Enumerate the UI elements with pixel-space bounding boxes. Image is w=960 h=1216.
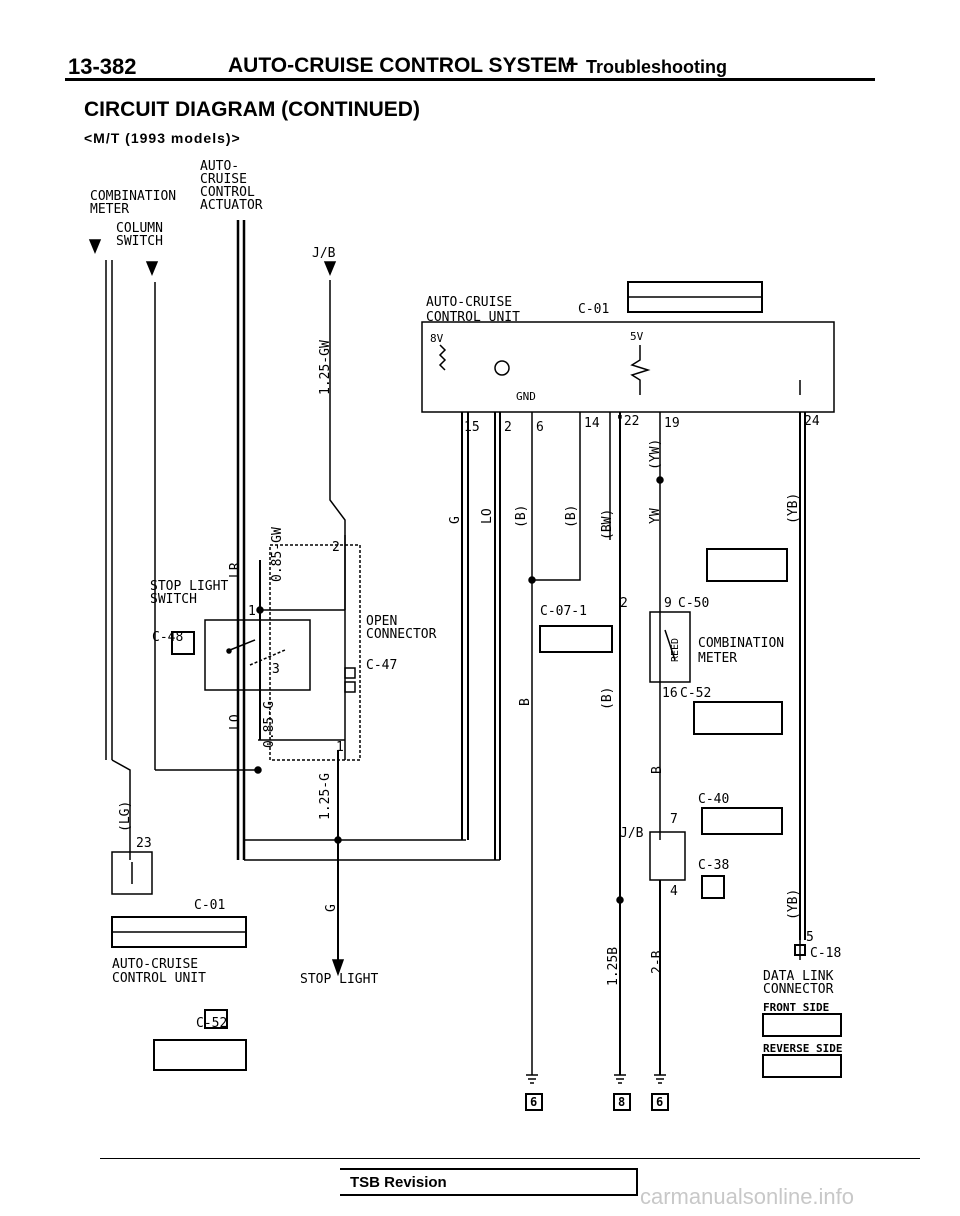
- wire-yb-top: (YB): [786, 492, 801, 524]
- jb-mid-label: J/B: [620, 826, 644, 841]
- wire-085g: 0.85-G: [262, 701, 277, 748]
- wire-085gw: 0.85-GW: [270, 527, 285, 582]
- title-dash: –: [566, 50, 579, 75]
- pin-14: 14: [584, 416, 600, 431]
- pin-23: 23: [136, 836, 152, 851]
- pin-9: 9: [664, 596, 672, 611]
- pin-16: 16: [662, 686, 678, 701]
- auto-cruise-actuator-label: AUTO-CRUISE CONTROL ACTUATOR: [200, 159, 263, 213]
- combination-meter-right-label: COMBINATION METER: [698, 636, 785, 666]
- wire-2b: 2-B: [650, 950, 665, 974]
- pin-15: 15: [464, 420, 480, 435]
- wire-yb-bottom: (YB): [786, 888, 801, 920]
- header-rule: [65, 78, 875, 81]
- c18-label: C-18: [810, 946, 842, 961]
- wire-yw-paren: (YW): [648, 438, 663, 470]
- 8v-label: 8V: [430, 332, 444, 345]
- pin-5: 5: [806, 930, 814, 945]
- pin-22: "22: [616, 414, 640, 429]
- pin-24: 24: [804, 414, 820, 429]
- pin-6: 6: [536, 420, 544, 435]
- reverse-side-label: REVERSE SIDE: [763, 1042, 843, 1055]
- front-side-label: FRONT SIDE: [763, 1001, 830, 1014]
- gnd-label: GND: [516, 390, 536, 403]
- wire-125gw: 1.25-GW: [318, 340, 333, 395]
- wire-b2: (B): [564, 504, 579, 528]
- pin-2-c07: 2: [620, 596, 628, 611]
- wire-g-unit: G: [448, 516, 463, 524]
- wire-b-long: B: [518, 698, 533, 706]
- wire-yw: YW: [648, 508, 663, 524]
- column-switch-label: COLUMN SWITCH: [116, 221, 163, 249]
- wire-lo-small: LO: [228, 714, 243, 730]
- page-subtitle: Troubleshooting: [586, 57, 727, 77]
- section-subtitle: <M/T (1993 models)>: [84, 130, 241, 146]
- c07-1-label: C-07-1: [540, 604, 587, 619]
- open-connector-label: OPEN CONNECTOR: [366, 614, 437, 642]
- page-title: AUTO-CRUISE CONTROL SYSTEM: [228, 54, 575, 77]
- wire-lg: (LG): [118, 800, 133, 832]
- wire-lo-unit: LO: [480, 508, 495, 524]
- auto-cruise-unit-label-bottom: AUTO-CRUISE CONTROL UNIT: [112, 957, 206, 986]
- wire-b1: (B): [514, 504, 529, 528]
- pin-2-open: 2: [332, 540, 340, 555]
- pin-19: 19: [664, 416, 680, 431]
- pin-1: 1: [248, 604, 256, 619]
- c38-label: C-38: [698, 858, 730, 873]
- tsb-revision: TSB Revision: [350, 1174, 447, 1191]
- pin-4: 4: [670, 884, 678, 899]
- ground-6-right: 6: [656, 1095, 664, 1109]
- wire-b-c52: B: [650, 766, 665, 774]
- c50-label: C-50: [678, 596, 710, 611]
- page-number: 13-382: [68, 54, 137, 79]
- wire-125b: 1.25B: [606, 946, 621, 986]
- unit-connector-bottom: C-01: [194, 898, 226, 913]
- reed-label: REED: [670, 637, 681, 662]
- wire-bw: (BW): [600, 508, 615, 540]
- c52-right-label: C-52: [680, 686, 712, 701]
- c52-bottom-label: C-52: [196, 1016, 228, 1031]
- ground-6-left: 6: [530, 1095, 538, 1109]
- footer-rule: [100, 1158, 920, 1159]
- c47-label: C-47: [366, 658, 398, 673]
- 5v-label: 5V: [630, 330, 644, 343]
- section-title: CIRCUIT DIAGRAM (CONTINUED): [84, 98, 420, 121]
- pin-2: 2: [504, 420, 512, 435]
- stop-light-label: STOP LIGHT: [300, 972, 379, 987]
- c40-label: C-40: [698, 792, 730, 807]
- c48-label: C-48: [152, 630, 184, 645]
- pin-1-open: 1: [336, 740, 344, 755]
- auto-cruise-unit-label-top: AUTO-CRUISE CONTROL UNIT: [426, 295, 520, 325]
- stop-light-switch-label: STOP LIGHT SWITCH: [150, 579, 229, 607]
- data-link-connector-label: DATA LINK CONNECTOR: [763, 969, 834, 997]
- pin-7: 7: [670, 812, 678, 827]
- jb-top-label: J/B: [312, 246, 336, 261]
- wire-g-bottom: G: [324, 904, 339, 912]
- ground-8: 8: [618, 1095, 626, 1109]
- footer-box: [340, 1168, 638, 1196]
- watermark: carmanualsonline.info: [640, 1184, 855, 1209]
- combination-meter-label: COMBINATION METER: [90, 189, 177, 217]
- wire-lr: LR: [228, 562, 243, 578]
- pin-3: 3: [272, 662, 280, 677]
- wire-125g: 1.25-G: [318, 773, 333, 820]
- wire-b-paren: (B): [600, 686, 615, 710]
- unit-connector-top: C-01: [578, 302, 610, 317]
